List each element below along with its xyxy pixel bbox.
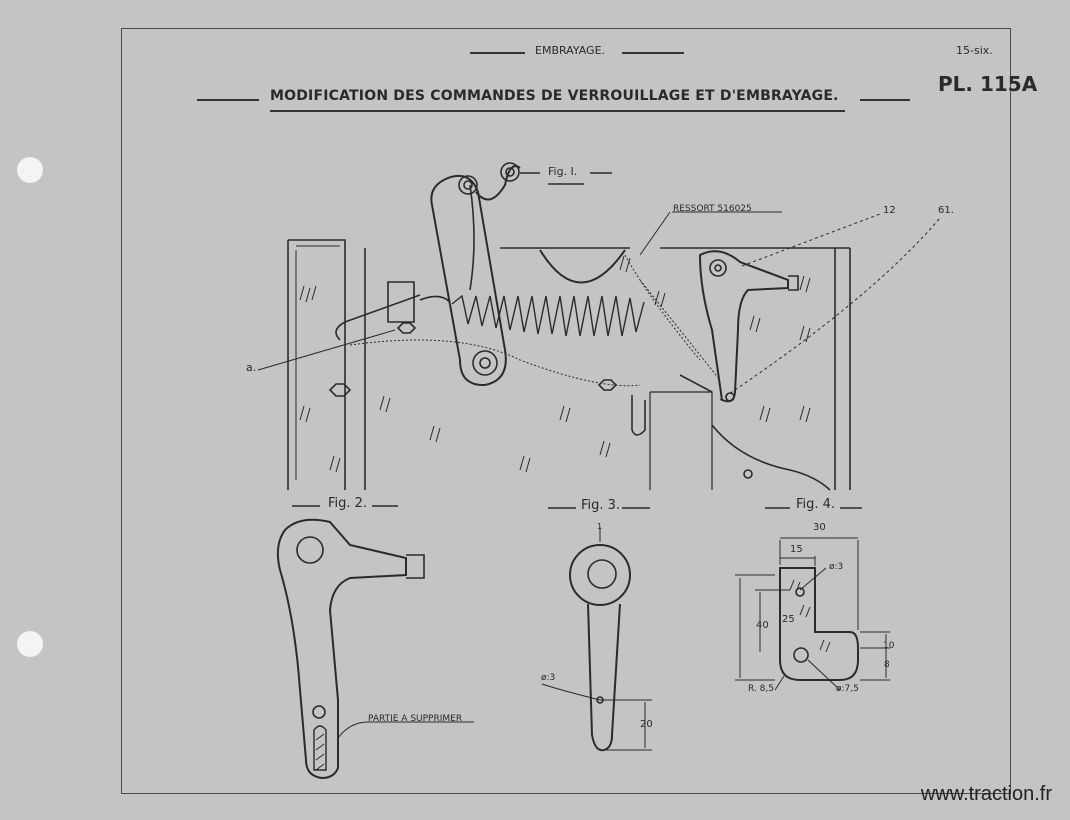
fig4-label: Fig. 4. (796, 497, 836, 512)
section-title: EMBRAYAGE. (535, 44, 606, 57)
punch-hole-bottom (17, 631, 43, 657)
title-rule-left (197, 99, 259, 101)
fig2-part (276, 518, 474, 780)
plate-title: MODIFICATION DES COMMANDES DE VERROUILLA… (270, 88, 839, 104)
fig3-part (541, 527, 652, 752)
drawing-frame (121, 28, 1011, 794)
section-rule-left (470, 52, 525, 54)
plate-number: PL. 115A (938, 72, 1038, 96)
fig2-label: Fig. 2. (328, 496, 368, 511)
fig3-tick: 1 (597, 522, 603, 531)
fig4-dim-25: 25 (782, 614, 795, 625)
punch-hole-top (17, 157, 43, 183)
fig4-dim-8: 8 (884, 660, 890, 670)
fig4-radius: R. 8,5 (748, 684, 774, 694)
fig1-assembly (257, 162, 941, 491)
fig4-dim-30: 30 (813, 522, 826, 533)
callout-61: 61. (938, 205, 954, 216)
fig4-diameter-7-5: ø:7,5 (836, 684, 859, 694)
fig4-dim-15: 15 (790, 544, 803, 555)
fig4-part (735, 537, 890, 691)
fig1-label: Fig. I. (548, 165, 578, 178)
fig3-diameter: ø:3 (541, 673, 556, 683)
fig4-dim-10: 10 (883, 641, 895, 651)
title-underline (270, 110, 845, 112)
callout-a: a. (246, 361, 257, 374)
fig2-note: PARTIE A SUPPRIMER (368, 714, 463, 724)
callout-12: 12 (883, 205, 896, 216)
title-rule-right (860, 99, 910, 101)
sheet-code: 15-six. (956, 44, 993, 57)
watermark: www.traction.fr (920, 783, 1052, 805)
spring-callout: RESSORT 516025 (673, 204, 752, 214)
fig4-diameter-3: ø:3 (829, 562, 844, 572)
fig4-dim-40: 40 (756, 620, 769, 631)
fig3-dim-20: 20 (640, 719, 653, 730)
section-rule-right (622, 52, 684, 54)
fig3-label: Fig. 3. (581, 498, 621, 513)
